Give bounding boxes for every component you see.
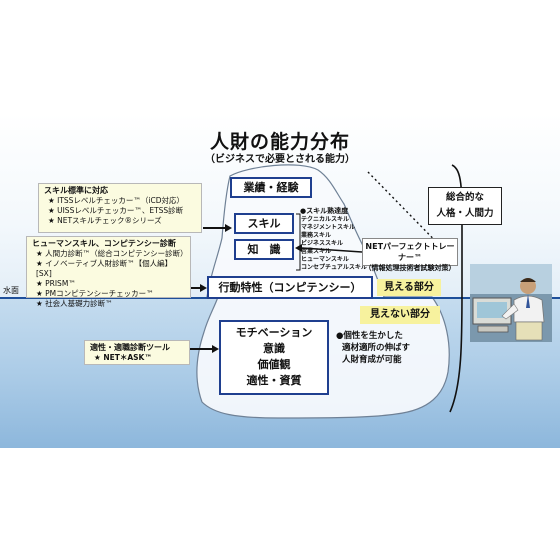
deep-factor: 適性・資質 xyxy=(246,374,302,387)
human-skill-item: ★ 社会人基礎力診断™ xyxy=(36,299,113,308)
skill-level-item: ビジネススキル xyxy=(301,240,344,247)
water-label: 水面 xyxy=(3,286,19,295)
trainer-subtitle: （情報処理技術者試験対策） xyxy=(364,264,456,272)
page-title: 人財の能力分布 xyxy=(209,131,350,153)
skill-standard-note: スキル標準に対応 ★ ITSSレベルチェッカー™（iCD対応） ★ UISSレベ… xyxy=(38,183,202,233)
skill-box: スキル xyxy=(234,213,294,234)
individuality-line: 適材適所の伸ばす xyxy=(342,343,411,353)
page-subtitle: （ビジネスで必要とされる能力） xyxy=(205,154,355,165)
human-skill-note: ヒューマンスキル、コンピテンシー診断 ★ 人間力診断™（総合コンピテンシー診断）… xyxy=(26,236,191,308)
trainer-title: NETパーフェクトトレーナー™ xyxy=(365,242,455,262)
individuality-note: ●個性を生かした 適材適所の伸ばす 人財育成が可能 xyxy=(336,330,446,366)
deep-factor: 意識 xyxy=(263,342,285,355)
visible-part-label: 見える部分 xyxy=(377,279,441,296)
skill-level-item: マネジメントスキル xyxy=(301,224,356,231)
aptitude-note: 適性・適職診断ツール ★ NET＊ASK™ xyxy=(84,340,190,365)
skill-levels: ●スキル熟達度 テクニカルスキル マネジメントスキル 業務スキル ビジネススキル… xyxy=(300,207,380,272)
skill-level-item: コンセプチュアルスキル xyxy=(301,264,367,271)
human-skill-item: ★ 人間力診断™（総合コンピテンシー診断） xyxy=(36,249,188,258)
trainer-box: NETパーフェクトトレーナー™ （情報処理技術者試験対策） xyxy=(362,238,458,272)
deep-factor: 価値観 xyxy=(257,358,291,371)
skill-standard-heading: スキル標準に対応 xyxy=(44,186,108,195)
performance-box: 業績・経験 xyxy=(230,177,312,198)
invisible-part-label: 見えない部分 xyxy=(360,306,440,324)
human-skill-heading: ヒューマンスキル、コンピテンシー診断 xyxy=(32,239,176,248)
human-skill-item: ★ PRISM™ xyxy=(36,279,76,288)
skill-levels-heading: ●スキル熟達度 xyxy=(300,207,349,215)
holistic-line: 総合的な xyxy=(445,192,484,203)
individuality-line: ●個性を生かした xyxy=(336,331,403,341)
human-skill-item: ★ イノベーティブ人財診断™【個人編】[SX] xyxy=(36,259,173,278)
holistic-box: 総合的な 人格・人間力 xyxy=(428,187,502,225)
human-skill-item: ★ PMコンピテンシーチェッカー™ xyxy=(36,289,154,298)
aptitude-item: ★ NET＊ASK™ xyxy=(94,353,152,362)
individuality-line: 人財育成が可能 xyxy=(342,355,402,365)
skill-standard-item: ★ NETスキルチェック®シリーズ xyxy=(48,216,162,225)
behavior-box: 行動特性（コンピテンシー） xyxy=(207,276,373,299)
skill-level-item: ヒューマンスキル xyxy=(301,256,349,263)
skill-standard-item: ★ ITSSレベルチェッカー™（iCD対応） xyxy=(48,196,185,205)
skill-level-item: テクニカルスキル xyxy=(301,216,350,223)
holistic-line: 人格・人間力 xyxy=(436,208,494,219)
skill-level-item: 営業スキル xyxy=(301,248,332,255)
deep-factor: モチベーション xyxy=(235,326,313,339)
knowledge-box: 知 識 xyxy=(234,239,294,260)
deep-factors-box: モチベーション 意識 価値観 適性・資質 xyxy=(219,320,329,395)
skill-standard-item: ★ UISSレベルチェッカー™、ETSS診断 xyxy=(48,206,184,215)
aptitude-heading: 適性・適職診断ツール xyxy=(90,343,170,352)
skill-level-item: 業務スキル xyxy=(301,232,332,239)
worker-illustration xyxy=(470,264,552,342)
